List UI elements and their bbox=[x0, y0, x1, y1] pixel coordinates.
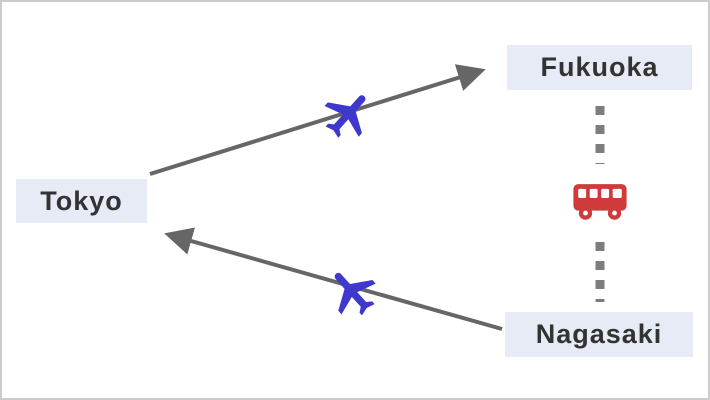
airplane-icon bbox=[312, 250, 394, 332]
node-label-nagasaki: Nagasaki bbox=[505, 312, 693, 357]
arrow-tokyo-to-fukuoka bbox=[149, 64, 486, 176]
airplane-icon bbox=[308, 74, 390, 156]
arrow-nagasaki-to-tokyo bbox=[164, 227, 503, 331]
node-label-fukuoka: Fukuoka bbox=[507, 45, 692, 90]
node-label-tokyo: Tokyo bbox=[16, 179, 147, 223]
bus-icon bbox=[568, 172, 632, 230]
